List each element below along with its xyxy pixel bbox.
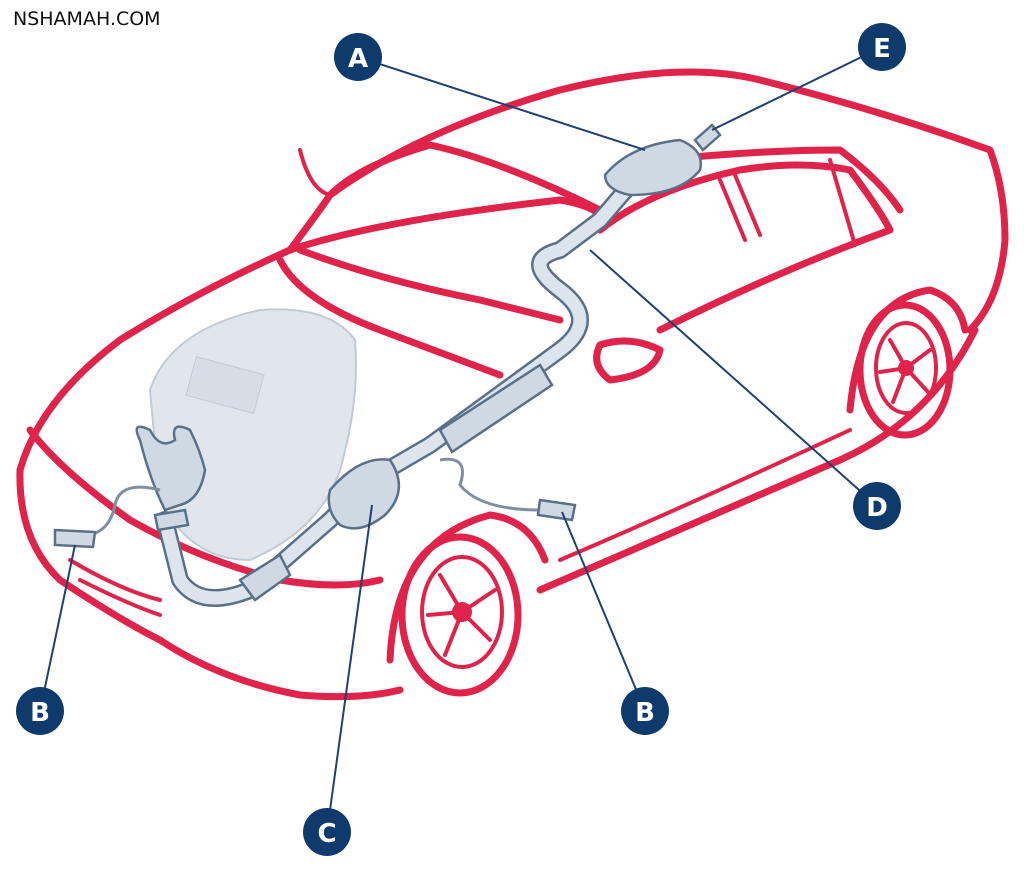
- engine: [148, 308, 357, 562]
- callout-c: C: [303, 808, 351, 856]
- callout-b-rear: B: [621, 687, 669, 735]
- front-oxygen-sensor: [53, 528, 97, 549]
- manifold-clamp: [153, 508, 190, 532]
- rear-oxygen-sensor: [536, 498, 577, 522]
- callout-b-front: B: [16, 687, 64, 735]
- catalytic-converter: [327, 458, 401, 530]
- front-sensor-wire: [89, 485, 161, 537]
- svg-text:D: D: [866, 493, 888, 523]
- front-wheel: [386, 511, 549, 697]
- resonator: [438, 363, 554, 454]
- callout-a: A: [334, 33, 382, 81]
- muffler: [603, 138, 703, 197]
- exhaust-system: [53, 123, 722, 607]
- svg-text:B: B: [30, 698, 50, 728]
- tail-pipe: [693, 123, 722, 152]
- watermark: NSHAMAH.COM: [13, 8, 161, 30]
- svg-text:B: B: [635, 698, 655, 728]
- car-outline: [16, 68, 1009, 701]
- callout-e: E: [858, 23, 906, 71]
- flex-pipe: [238, 553, 292, 602]
- rear-sensor-wire: [439, 457, 541, 512]
- exhaust-manifold: [135, 425, 207, 512]
- svg-text:E: E: [873, 34, 891, 64]
- leader-lines: [39, 46, 883, 833]
- svg-text:C: C: [317, 819, 336, 849]
- callout-d: D: [853, 482, 901, 530]
- rear-wheel: [846, 286, 969, 439]
- svg-text:A: A: [348, 44, 368, 74]
